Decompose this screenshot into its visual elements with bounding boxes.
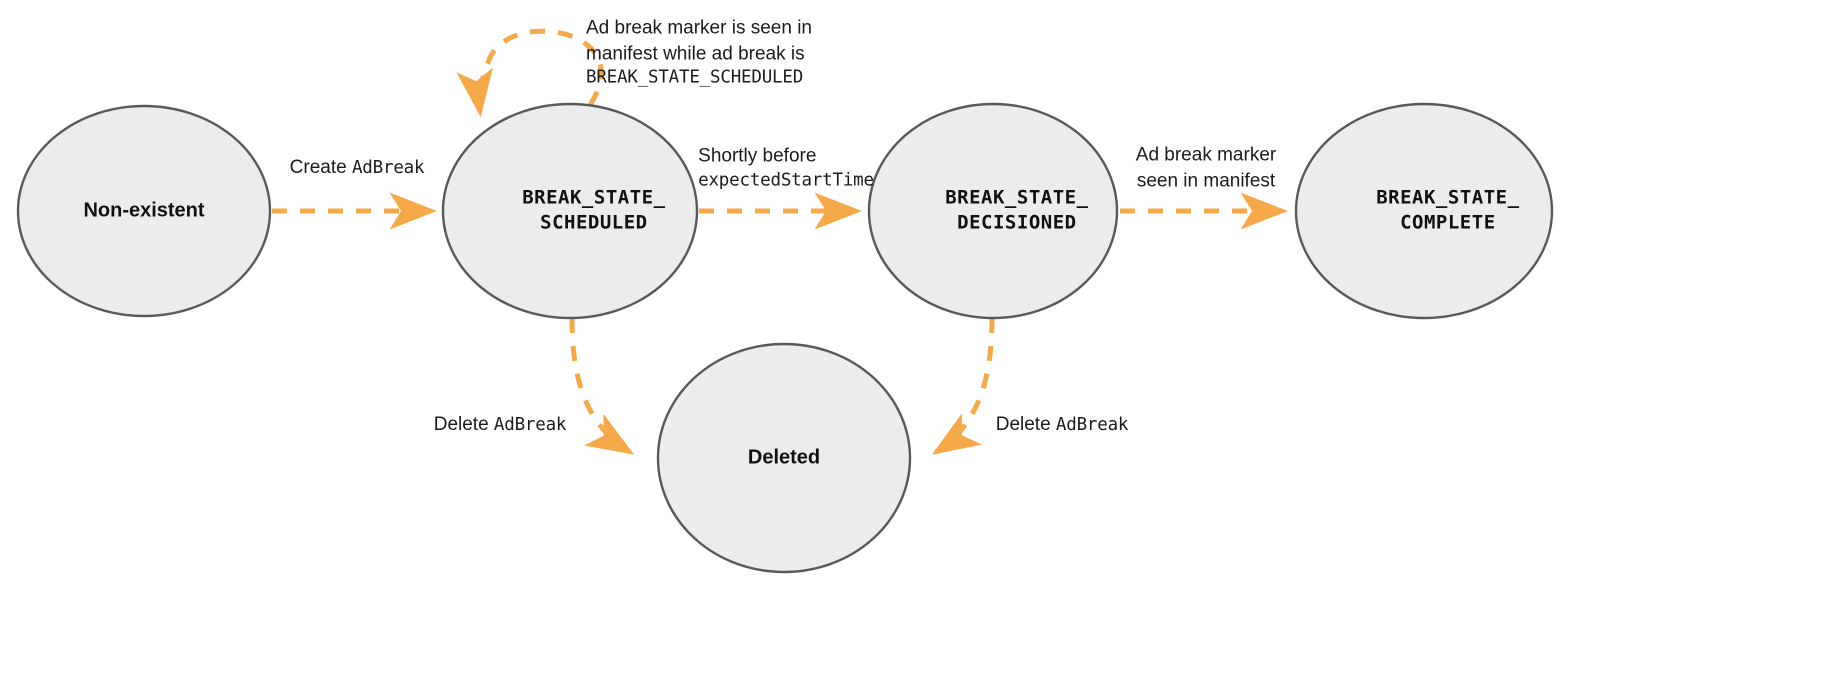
edge-scheduled-to-deleted [569,317,635,455]
node-break-state-scheduled[interactable] [441,102,699,320]
nodes-layer [16,102,1554,574]
node-non-existent[interactable] [16,104,272,318]
edge-scheduled-self-loop [456,28,604,117]
edges-layer [272,28,1288,455]
edge-decisioned-to-deleted [931,317,995,455]
node-deleted[interactable] [656,342,912,574]
node-break-state-decisioned[interactable] [867,102,1119,320]
node-break-state-complete[interactable] [1294,102,1554,320]
